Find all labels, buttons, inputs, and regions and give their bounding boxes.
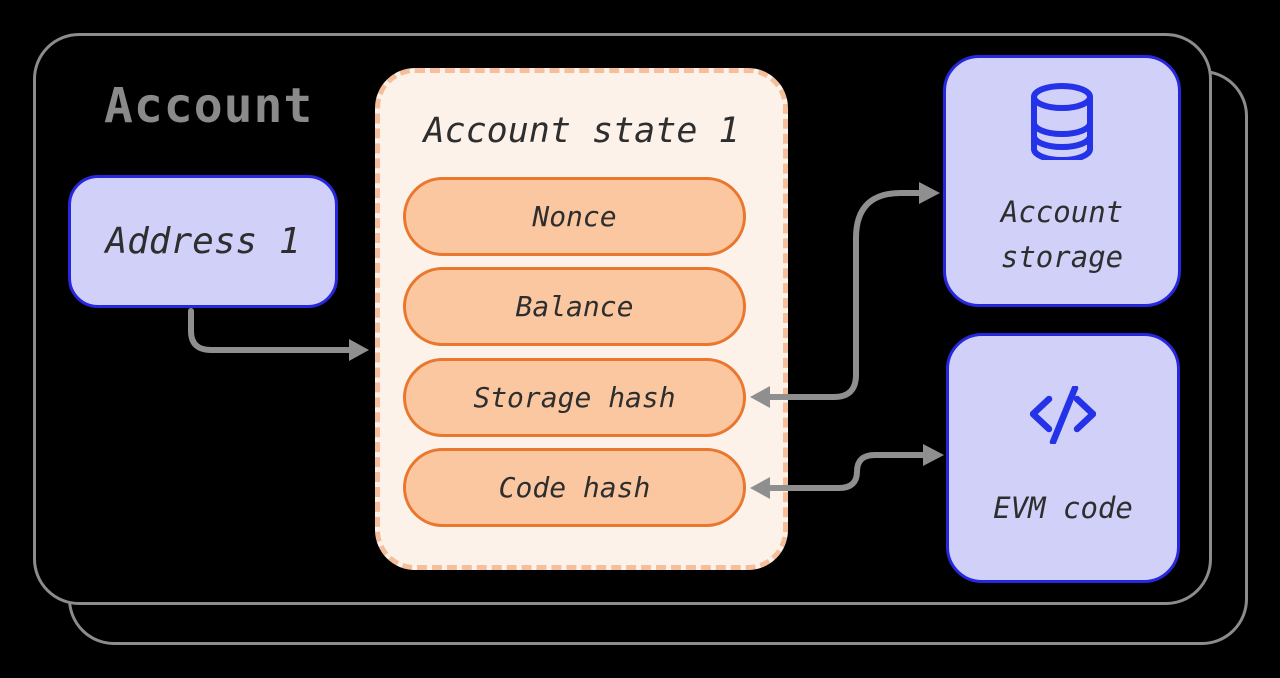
state-field-nonce-label: Nonce bbox=[532, 200, 617, 233]
state-field-code-hash: Code hash bbox=[403, 448, 746, 527]
code-icon bbox=[1030, 385, 1096, 444]
address-label: Address 1 bbox=[105, 221, 301, 262]
evm-code-node: EVM code bbox=[946, 333, 1180, 583]
state-field-balance-label: Balance bbox=[515, 290, 634, 323]
state-field-code-hash-label: Code hash bbox=[498, 471, 651, 504]
state-field-balance: Balance bbox=[403, 267, 746, 346]
state-field-storage-hash: Storage hash bbox=[403, 358, 746, 437]
address-node: Address 1 bbox=[68, 175, 338, 308]
state-field-storage-hash-label: Storage hash bbox=[473, 381, 676, 414]
state-field-nonce: Nonce bbox=[403, 177, 746, 256]
diagram-title: Account bbox=[104, 78, 314, 134]
evm-code-label: EVM code bbox=[993, 490, 1133, 525]
account-storage-label: Account storage bbox=[1000, 195, 1124, 274]
database-icon bbox=[1031, 83, 1093, 160]
account-state-title: Account state 1 bbox=[423, 111, 740, 151]
account-storage-node: Account storage bbox=[943, 55, 1181, 307]
